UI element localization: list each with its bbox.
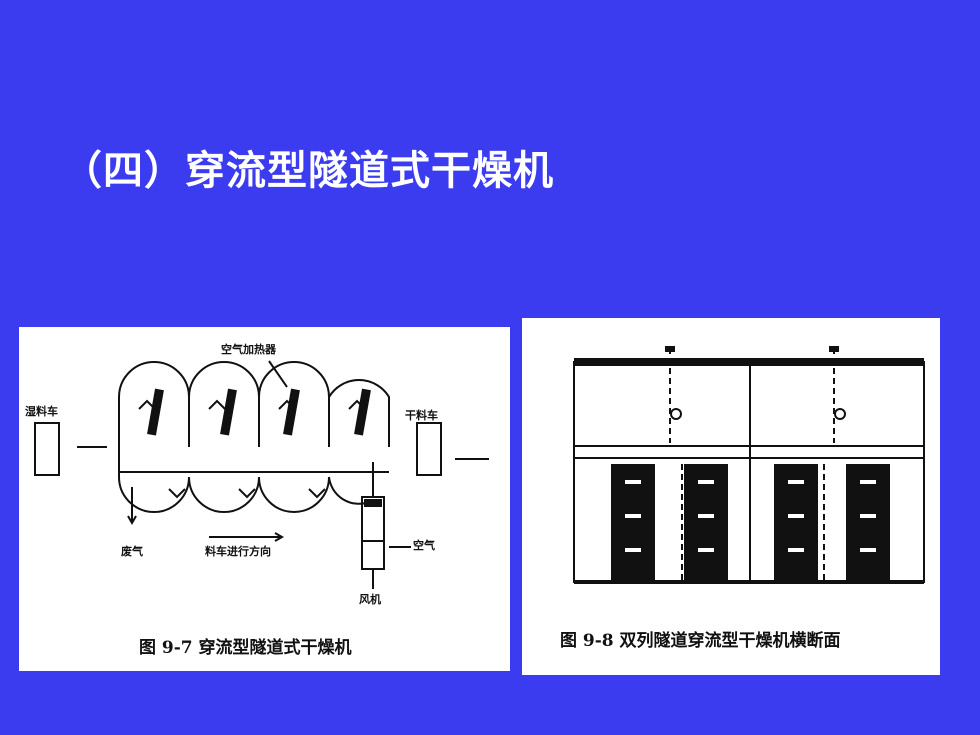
cross-section-diagram bbox=[573, 346, 925, 584]
dry-cart-box bbox=[416, 422, 442, 476]
slide-title: （四）穿流型隧道式干燥机 bbox=[62, 148, 554, 194]
tunnel-dryer-diagram bbox=[34, 360, 489, 589]
loop-1 bbox=[118, 361, 190, 447]
direction-label: 料车进行方向 bbox=[205, 545, 271, 558]
figure-1-caption: 图 9-7 穿流型隧道式干燥机 bbox=[139, 638, 352, 658]
figure-cross-section: 图 9-8 双列隧道穿流型干燥机横断面 bbox=[522, 318, 940, 675]
heater-label: 空气加热器 bbox=[221, 343, 276, 356]
fan-label: 风机 bbox=[359, 593, 381, 606]
figure-tunnel-dryer: 空气加热器 湿料车 干料车 废气 料车进行方向 空气 风机 图 9-7 穿流型隧… bbox=[19, 327, 510, 671]
figure-2-caption: 图 9-8 双列隧道穿流型干燥机横断面 bbox=[560, 631, 841, 651]
exhaust-label: 废气 bbox=[121, 545, 143, 558]
air-label: 空气 bbox=[413, 539, 435, 552]
wet-cart-box bbox=[34, 422, 60, 476]
dry-cart-label: 干料车 bbox=[405, 409, 438, 422]
fan-box bbox=[361, 540, 385, 570]
wet-cart-label: 湿料车 bbox=[25, 405, 58, 418]
